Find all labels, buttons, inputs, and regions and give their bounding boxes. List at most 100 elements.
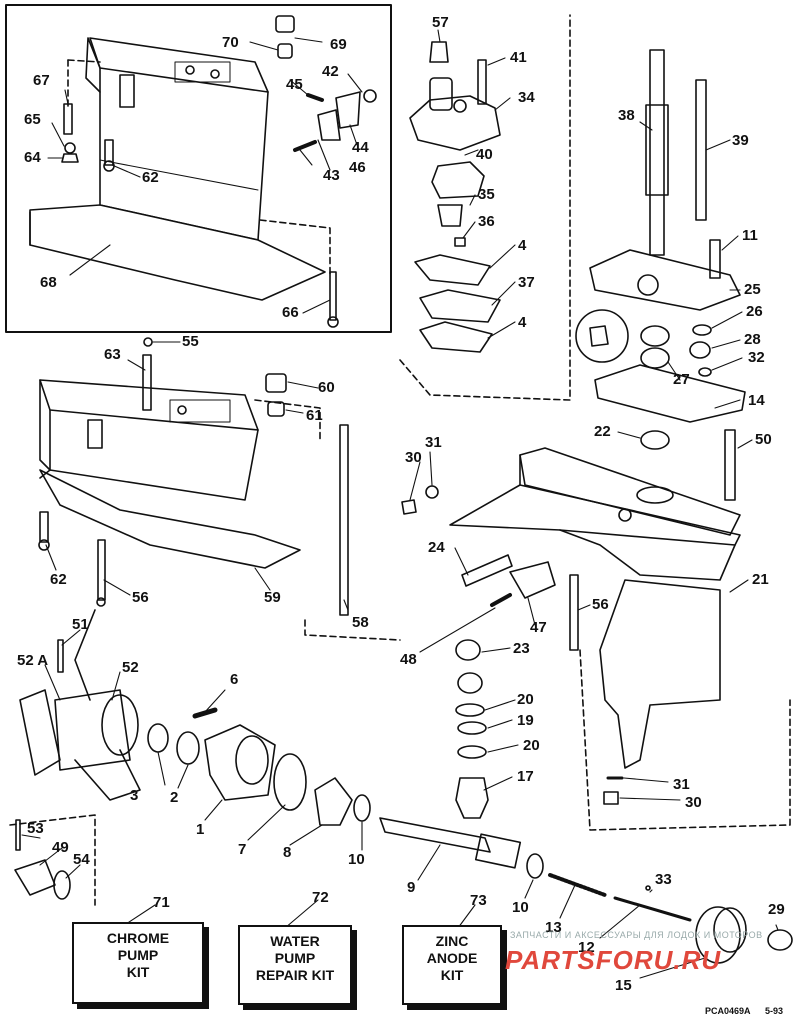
spring-13 bbox=[548, 873, 607, 897]
plug-30 bbox=[401, 499, 417, 515]
callout-54: 54 bbox=[73, 851, 90, 868]
gasket-4b bbox=[419, 321, 493, 353]
callout-21: 21 bbox=[752, 571, 769, 588]
callout-6: 6 bbox=[230, 671, 239, 688]
screw-41 bbox=[477, 59, 487, 105]
callout-61: 61 bbox=[306, 407, 323, 424]
callout-39: 39 bbox=[732, 132, 749, 149]
key-36 bbox=[454, 237, 466, 247]
callout-30: 30 bbox=[405, 449, 422, 466]
grommet-60 bbox=[265, 373, 287, 393]
prop-shaft-9 bbox=[379, 817, 522, 869]
seal-27-detail bbox=[575, 309, 629, 363]
impeller-40 bbox=[431, 161, 485, 199]
grommet-70 bbox=[277, 43, 293, 59]
callout-7: 7 bbox=[238, 841, 247, 858]
propeller bbox=[19, 609, 141, 801]
callout-13: 13 bbox=[545, 919, 562, 936]
callout-41: 41 bbox=[510, 49, 527, 66]
bearing-housing-1 bbox=[204, 724, 276, 801]
inset-frame bbox=[5, 4, 392, 333]
driveshaft-39 bbox=[695, 79, 707, 221]
callout-33: 33 bbox=[655, 871, 672, 888]
exhaust-housing-inset bbox=[29, 37, 331, 301]
screw-50 bbox=[724, 429, 736, 501]
callout-58: 58 bbox=[352, 614, 369, 631]
cone-49 bbox=[14, 859, 56, 896]
screw-62-inset bbox=[104, 139, 114, 166]
callout-29: 29 bbox=[768, 901, 785, 918]
washer-32 bbox=[698, 367, 712, 377]
bracket-47 bbox=[509, 561, 556, 599]
bearing-23b bbox=[457, 672, 483, 694]
callout-52A: 52 A bbox=[17, 652, 49, 669]
screw-6 bbox=[192, 707, 218, 719]
leader-lines bbox=[21, 29, 779, 979]
washer-26 bbox=[692, 324, 712, 336]
callout-60: 60 bbox=[318, 379, 335, 396]
callout-49: 49 bbox=[52, 839, 69, 856]
grommet-69 bbox=[275, 15, 295, 33]
kit-label: WATER bbox=[270, 933, 320, 949]
callout-66: 66 bbox=[282, 304, 299, 321]
kit-label: ZINC bbox=[435, 933, 469, 949]
bearing-2 bbox=[176, 731, 200, 765]
cap-55 bbox=[143, 337, 153, 347]
washer-10b bbox=[526, 853, 544, 879]
washer-54 bbox=[53, 870, 71, 900]
callout-56: 56 bbox=[132, 589, 149, 606]
callout-46: 46 bbox=[349, 159, 366, 176]
washer-19 bbox=[457, 721, 487, 735]
callout-30: 30 bbox=[685, 794, 702, 811]
screw-62 bbox=[39, 511, 49, 543]
callout-47: 47 bbox=[530, 619, 547, 636]
driveshaft-38 bbox=[649, 49, 665, 256]
watermark-text: ЗАПЧАСТИ И АКСЕССУАРЫ ДЛЯ ЛОДОК И МОТОРО… bbox=[510, 930, 763, 940]
plug-30b bbox=[603, 791, 619, 805]
gearcase bbox=[449, 447, 791, 831]
clamp-46 bbox=[317, 109, 341, 141]
washer-10 bbox=[353, 794, 371, 822]
gasket-4a bbox=[414, 254, 491, 286]
callout-70: 70 bbox=[222, 34, 239, 51]
callout-26: 26 bbox=[746, 303, 763, 320]
clamp-44 bbox=[335, 91, 361, 129]
kit-label: PUMP bbox=[117, 947, 159, 963]
pin-53 bbox=[15, 819, 21, 851]
callout-62: 62 bbox=[142, 169, 159, 186]
exhaust-housing-main bbox=[39, 379, 321, 569]
screw-43 bbox=[293, 140, 317, 152]
nut-64 bbox=[61, 153, 79, 163]
callout-19: 19 bbox=[517, 712, 534, 729]
callout-71: 71 bbox=[153, 894, 170, 911]
figure-date: 5-93 bbox=[765, 1006, 784, 1016]
callout-69: 69 bbox=[330, 36, 347, 53]
impeller-35 bbox=[437, 204, 463, 227]
kit-label: KIT bbox=[440, 967, 464, 983]
kit-label: CHROME bbox=[106, 930, 170, 946]
callout-32: 32 bbox=[748, 349, 765, 366]
kit-label: PUMP bbox=[274, 950, 316, 966]
plate-37 bbox=[419, 289, 501, 323]
callout-22: 22 bbox=[594, 423, 611, 440]
stud-58 bbox=[339, 424, 349, 616]
stud-67 bbox=[63, 103, 73, 135]
callout-57: 57 bbox=[432, 14, 449, 31]
washer-3 bbox=[147, 723, 169, 753]
shift-rod-24 bbox=[461, 554, 513, 587]
kit-label: ANODE bbox=[426, 950, 478, 966]
bearing-23a bbox=[455, 639, 481, 661]
callout-68: 68 bbox=[40, 274, 57, 291]
callout-38: 38 bbox=[618, 107, 635, 124]
callout-45: 45 bbox=[286, 76, 303, 93]
callout-23: 23 bbox=[513, 640, 530, 657]
callout-44: 44 bbox=[352, 139, 369, 156]
screw-66-inset bbox=[329, 271, 337, 321]
callout-37: 37 bbox=[518, 274, 535, 291]
callout-40: 40 bbox=[476, 146, 493, 163]
screw-11 bbox=[709, 239, 721, 279]
callout-14: 14 bbox=[748, 392, 765, 409]
pin-51 bbox=[57, 639, 64, 673]
callout-42: 42 bbox=[322, 63, 339, 80]
